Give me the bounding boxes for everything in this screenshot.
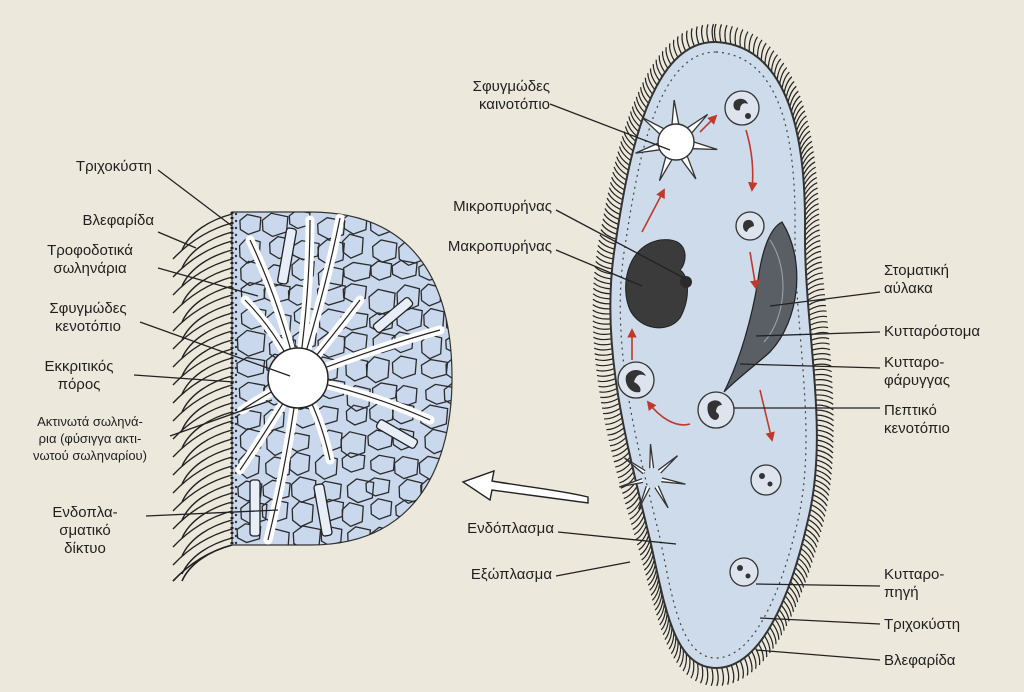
cell-cilia [592, 23, 834, 687]
label-cilium-right: Βλεφαρίδα [884, 652, 956, 669]
paramecium-cell [592, 23, 834, 687]
cell-body [609, 40, 818, 670]
ectoplasm-boundary [619, 51, 807, 659]
label-endoplasm: Ενδόπλασμα [467, 520, 554, 537]
label-macronucleus: Μακροπυρήνας [447, 238, 552, 255]
label-excretory-pore: Εκκριτικός πόρος [44, 358, 114, 393]
label-food-vacuole: Πεπτικό κενοτόπιο [884, 402, 950, 437]
oral-groove [723, 221, 798, 393]
food-vacuole-contents [625, 98, 773, 579]
label-contractile-vacuole-left: Σφυγμώδες κενοτόπιο [49, 300, 127, 335]
label-radial-canals: Ακτινωτά σωληνά- ρια (φύσιγγα ακτι- νωτο… [33, 414, 147, 463]
label-trichocyst-right: Τριχοκύστη [884, 616, 961, 633]
leader-lines [133, 103, 881, 661]
reticulum-network [234, 212, 452, 545]
macronucleus [625, 239, 688, 329]
label-trichocyst-left: Τριχοκύστη [75, 158, 152, 175]
label-cytostome: Κυτταρόστομα [884, 323, 981, 340]
label-cilium-left: Βλεφαρίδα [82, 212, 154, 229]
label-endoplasmic-reticulum: Ενδοπλα- σματικό δίκτυο [52, 504, 118, 557]
section-contractile-vacuole [267, 347, 329, 409]
contractile-vacuole-top [635, 99, 718, 181]
label-contractile-vacuole-center: Σφυγμώδες καινοτόπιο [472, 78, 550, 113]
label-ectoplasm: Εξώπλασμα [470, 566, 552, 583]
section-trichocysts [249, 227, 419, 537]
contractile-vacuole-bottom [618, 443, 686, 510]
enlargement-arrow [461, 469, 589, 504]
label-cytopharynx: Κυτταρο- φάρυγγας [884, 354, 951, 389]
cyclosis-arrows [627, 114, 775, 442]
enlarged-section [172, 211, 453, 582]
left-cilia [172, 213, 233, 582]
label-micronucleus: Μικροπυρήνας [453, 198, 552, 215]
label-oral-groove: Στοματική αύλακα [884, 262, 950, 297]
label-feeding-canals: Τροφοδοτικά σωληνάρια [47, 242, 133, 277]
micronucleus [680, 276, 692, 288]
label-cytoproct: Κυτταρο- πηγή [884, 566, 945, 601]
